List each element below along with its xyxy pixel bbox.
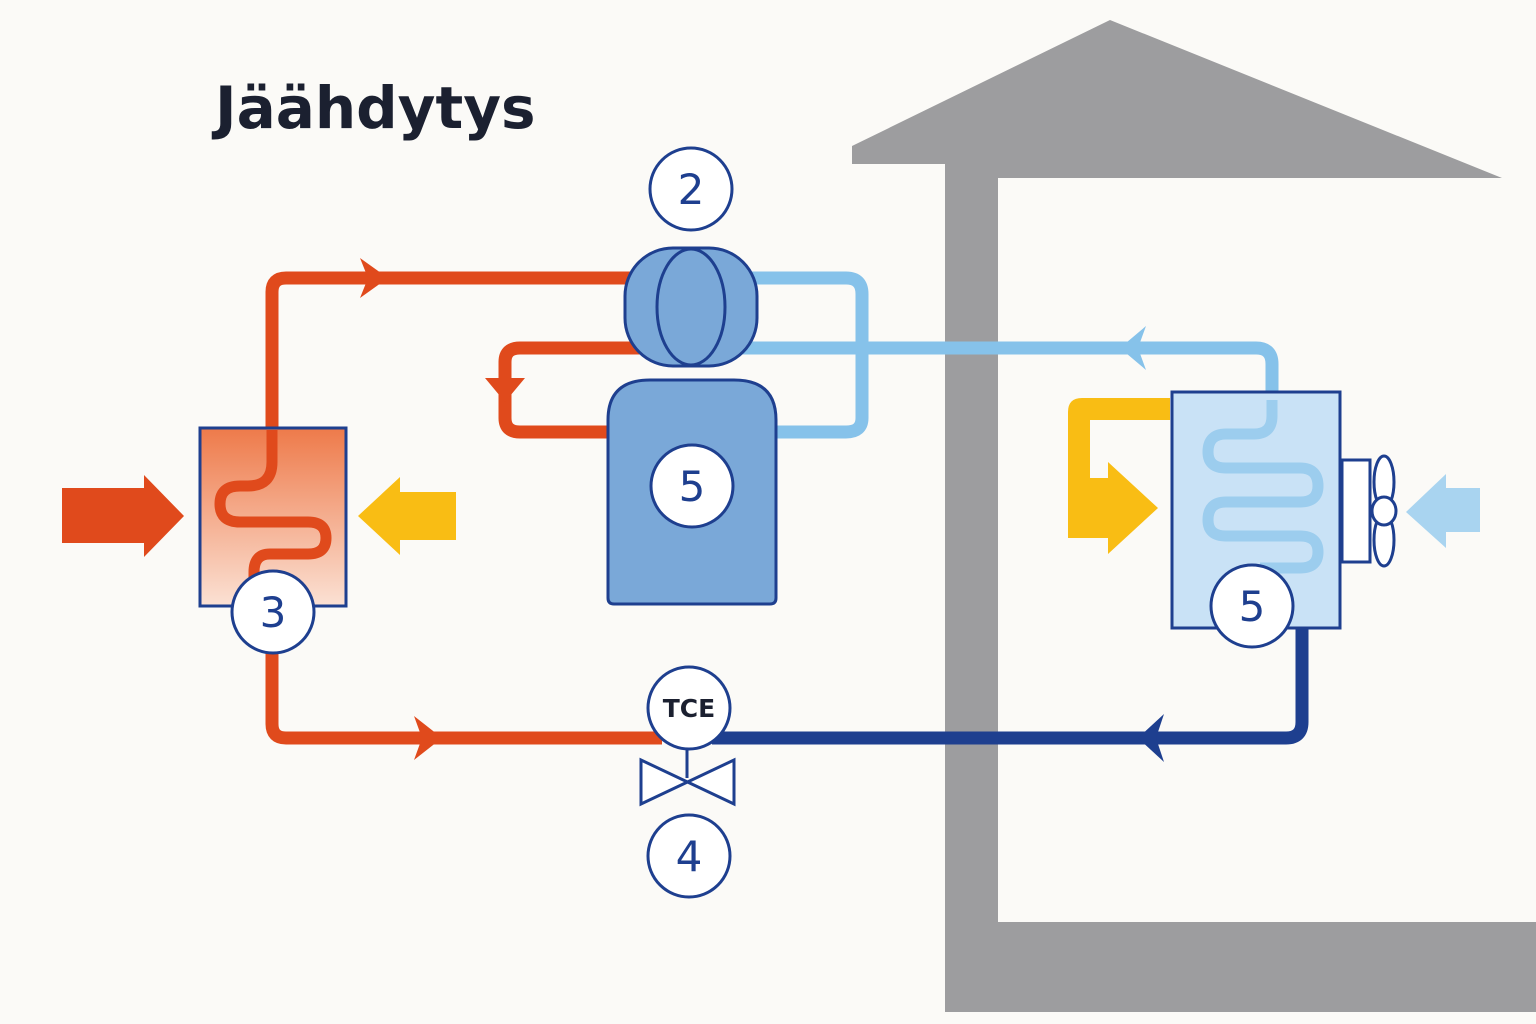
outdoor-coil-tube bbox=[214, 430, 332, 590]
valve-number: 4 bbox=[676, 832, 703, 881]
house bbox=[852, 20, 1536, 1012]
liquid-line bbox=[712, 628, 1309, 745]
cool-air-arrow bbox=[1406, 474, 1480, 548]
house-roof bbox=[852, 20, 1502, 178]
outdoor-coil-number: 3 bbox=[260, 588, 287, 637]
house-floor bbox=[945, 922, 1536, 1012]
tank-badge: 5 bbox=[649, 443, 735, 529]
flow-arrow-icon bbox=[1120, 326, 1146, 370]
indoor-unit-badge: 5 bbox=[1209, 563, 1295, 649]
warm-return-air-arrow bbox=[1068, 398, 1170, 554]
warm-air-arrow bbox=[358, 477, 456, 555]
compressor-drum bbox=[655, 247, 727, 367]
tank-number: 5 bbox=[679, 462, 706, 511]
tce-label: TCE bbox=[663, 694, 715, 723]
house-left-wall bbox=[945, 160, 998, 1012]
hot-air-arrow bbox=[62, 475, 184, 557]
expansion-valve bbox=[639, 748, 736, 807]
flow-arrow-icon bbox=[485, 378, 525, 402]
fan-housing bbox=[1340, 458, 1372, 564]
indoor-coil-tube bbox=[1202, 400, 1324, 574]
hot-gas-line bbox=[265, 271, 650, 432]
suction-line bbox=[720, 341, 1279, 410]
outdoor-coil-badge: 3 bbox=[230, 569, 316, 655]
flow-arrow-icon bbox=[414, 716, 442, 760]
outdoor-liquid-line bbox=[265, 650, 662, 745]
tce-sensor: TCE bbox=[646, 665, 732, 751]
compressor-number: 2 bbox=[678, 165, 705, 214]
expansion-valve-icon bbox=[639, 757, 736, 807]
indoor-unit-number: 5 bbox=[1239, 582, 1266, 631]
fan-icon bbox=[1370, 454, 1398, 568]
page-title: Jäähdytys bbox=[211, 74, 536, 142]
flow-arrow-icon bbox=[360, 258, 388, 298]
compressor bbox=[623, 246, 759, 368]
valve-badge: 4 bbox=[646, 813, 732, 899]
flow-arrow-icon bbox=[1138, 714, 1164, 762]
compressor-badge: 2 bbox=[648, 146, 734, 232]
suction-loop bbox=[725, 271, 869, 439]
